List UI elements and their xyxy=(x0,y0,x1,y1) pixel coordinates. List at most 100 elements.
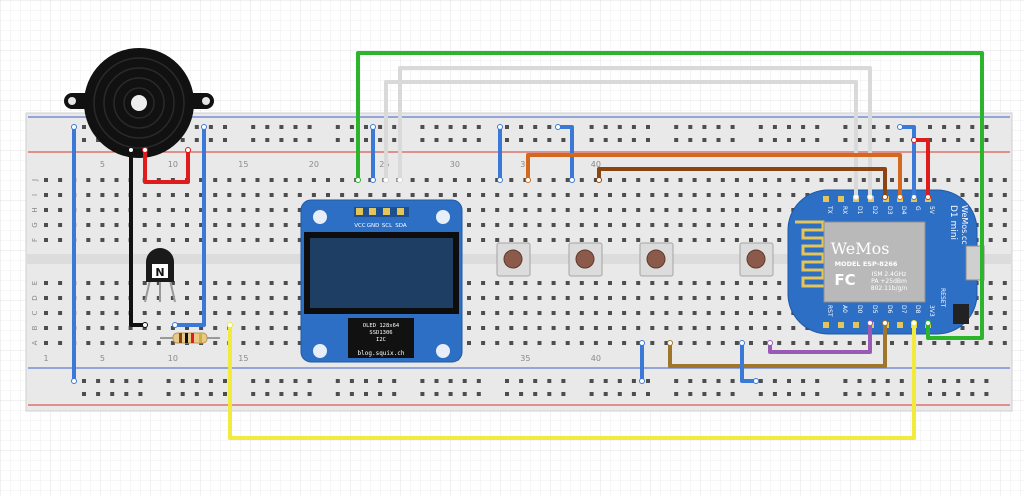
breadboard-hole[interactable] xyxy=(664,238,669,242)
rail-hole[interactable] xyxy=(293,392,298,396)
breadboard-hole[interactable] xyxy=(551,193,556,197)
breadboard-hole[interactable] xyxy=(988,311,993,315)
rail-hole[interactable] xyxy=(617,379,622,383)
rail-hole[interactable] xyxy=(194,392,199,396)
breadboard-hole[interactable] xyxy=(960,326,965,330)
breadboard-hole[interactable] xyxy=(622,296,627,300)
breadboard-hole[interactable] xyxy=(875,178,880,182)
breadboard-hole[interactable] xyxy=(509,296,514,300)
breadboard-hole[interactable] xyxy=(636,326,641,330)
breadboard-hole[interactable] xyxy=(565,296,570,300)
breadboard-hole[interactable] xyxy=(551,208,556,212)
breadboard-hole[interactable] xyxy=(283,223,288,227)
rail-hole[interactable] xyxy=(96,138,101,142)
breadboard-hole[interactable] xyxy=(481,341,486,345)
breadboard-hole[interactable] xyxy=(650,238,655,242)
breadboard-hole[interactable] xyxy=(523,296,528,300)
breadboard-hole[interactable] xyxy=(213,296,218,300)
breadboard-hole[interactable] xyxy=(664,326,669,330)
breadboard-hole[interactable] xyxy=(579,311,584,315)
breadboard-hole[interactable] xyxy=(283,208,288,212)
breadboard-hole[interactable] xyxy=(636,178,641,182)
rail-hole[interactable] xyxy=(392,379,397,383)
breadboard-hole[interactable] xyxy=(382,193,387,197)
rail-hole[interactable] xyxy=(970,138,975,142)
breadboard-hole[interactable] xyxy=(608,341,612,345)
breadboard-hole[interactable] xyxy=(297,223,302,227)
rail-hole[interactable] xyxy=(434,125,439,129)
breadboard-hole[interactable] xyxy=(269,223,274,227)
breadboard-hole[interactable] xyxy=(523,281,528,285)
breadboard-hole[interactable] xyxy=(861,341,866,345)
rail-hole[interactable] xyxy=(349,379,354,383)
rail-hole[interactable] xyxy=(885,392,890,396)
breadboard-hole[interactable] xyxy=(749,178,753,182)
rail-hole[interactable] xyxy=(702,379,707,383)
push-button[interactable] xyxy=(496,242,531,277)
breadboard-hole[interactable] xyxy=(974,341,979,345)
rail-hole[interactable] xyxy=(420,138,425,142)
rail-hole[interactable] xyxy=(730,379,735,383)
breadboard-hole[interactable] xyxy=(467,311,471,315)
breadboard-hole[interactable] xyxy=(241,223,246,227)
breadboard-hole[interactable] xyxy=(734,178,739,182)
breadboard-hole[interactable] xyxy=(706,311,711,315)
wire-endpoint[interactable] xyxy=(497,177,503,183)
breadboard-hole[interactable] xyxy=(114,238,119,242)
breadboard-hole[interactable] xyxy=(185,238,189,242)
breadboard-hole[interactable] xyxy=(579,193,584,197)
breadboard-hole[interactable] xyxy=(749,223,753,227)
breadboard-hole[interactable] xyxy=(227,296,232,300)
breadboard-hole[interactable] xyxy=(44,326,48,330)
breadboard-hole[interactable] xyxy=(565,238,570,242)
rail-hole[interactable] xyxy=(448,138,453,142)
rail-hole[interactable] xyxy=(617,138,622,142)
rail-hole[interactable] xyxy=(589,379,594,383)
breadboard-hole[interactable] xyxy=(467,238,471,242)
rail-hole[interactable] xyxy=(857,379,862,383)
rail-hole[interactable] xyxy=(956,392,961,396)
breadboard-hole[interactable] xyxy=(692,208,697,212)
rail-hole[interactable] xyxy=(82,379,86,383)
rail-hole[interactable] xyxy=(547,379,552,383)
breadboard-hole[interactable] xyxy=(551,296,556,300)
breadboard-hole[interactable] xyxy=(170,208,175,212)
breadboard-hole[interactable] xyxy=(819,178,824,182)
breadboard-hole[interactable] xyxy=(495,311,500,315)
rail-hole[interactable] xyxy=(392,392,397,396)
rail-hole[interactable] xyxy=(631,379,636,383)
white-wire-sda[interactable] xyxy=(384,80,858,199)
rail-hole[interactable] xyxy=(279,125,284,129)
breadboard-hole[interactable] xyxy=(44,178,48,182)
rail-hole[interactable] xyxy=(787,392,791,396)
rail-hole[interactable] xyxy=(942,392,947,396)
breadboard-hole[interactable] xyxy=(185,208,189,212)
breadboard-hole[interactable] xyxy=(467,223,471,227)
breadboard-hole[interactable] xyxy=(86,311,91,315)
breadboard-hole[interactable] xyxy=(565,341,570,345)
breadboard-hole[interactable] xyxy=(1002,326,1007,330)
rail-hole[interactable] xyxy=(223,138,227,142)
breadboard-hole[interactable] xyxy=(622,341,627,345)
rail-hole[interactable] xyxy=(519,379,524,383)
breadboard-hole[interactable] xyxy=(481,208,486,212)
rail-hole[interactable] xyxy=(956,138,961,142)
breadboard-hole[interactable] xyxy=(720,326,725,330)
breadboard-hole[interactable] xyxy=(918,178,923,182)
breadboard-hole[interactable] xyxy=(565,311,570,315)
rail-hole[interactable] xyxy=(702,138,707,142)
rail-hole[interactable] xyxy=(603,138,608,142)
breadboard-hole[interactable] xyxy=(763,193,768,197)
wemos-pin[interactable] xyxy=(838,322,844,328)
breadboard-hole[interactable] xyxy=(523,193,528,197)
breadboard-hole[interactable] xyxy=(255,208,260,212)
rail-hole[interactable] xyxy=(589,392,594,396)
rail-hole[interactable] xyxy=(124,379,129,383)
rail-hole[interactable] xyxy=(956,125,961,129)
breadboard-hole[interactable] xyxy=(537,178,542,182)
breadboard-hole[interactable] xyxy=(777,238,782,242)
rail-hole[interactable] xyxy=(589,125,594,129)
breadboard-hole[interactable] xyxy=(199,193,204,197)
breadboard-hole[interactable] xyxy=(749,326,753,330)
push-button[interactable] xyxy=(639,242,674,277)
